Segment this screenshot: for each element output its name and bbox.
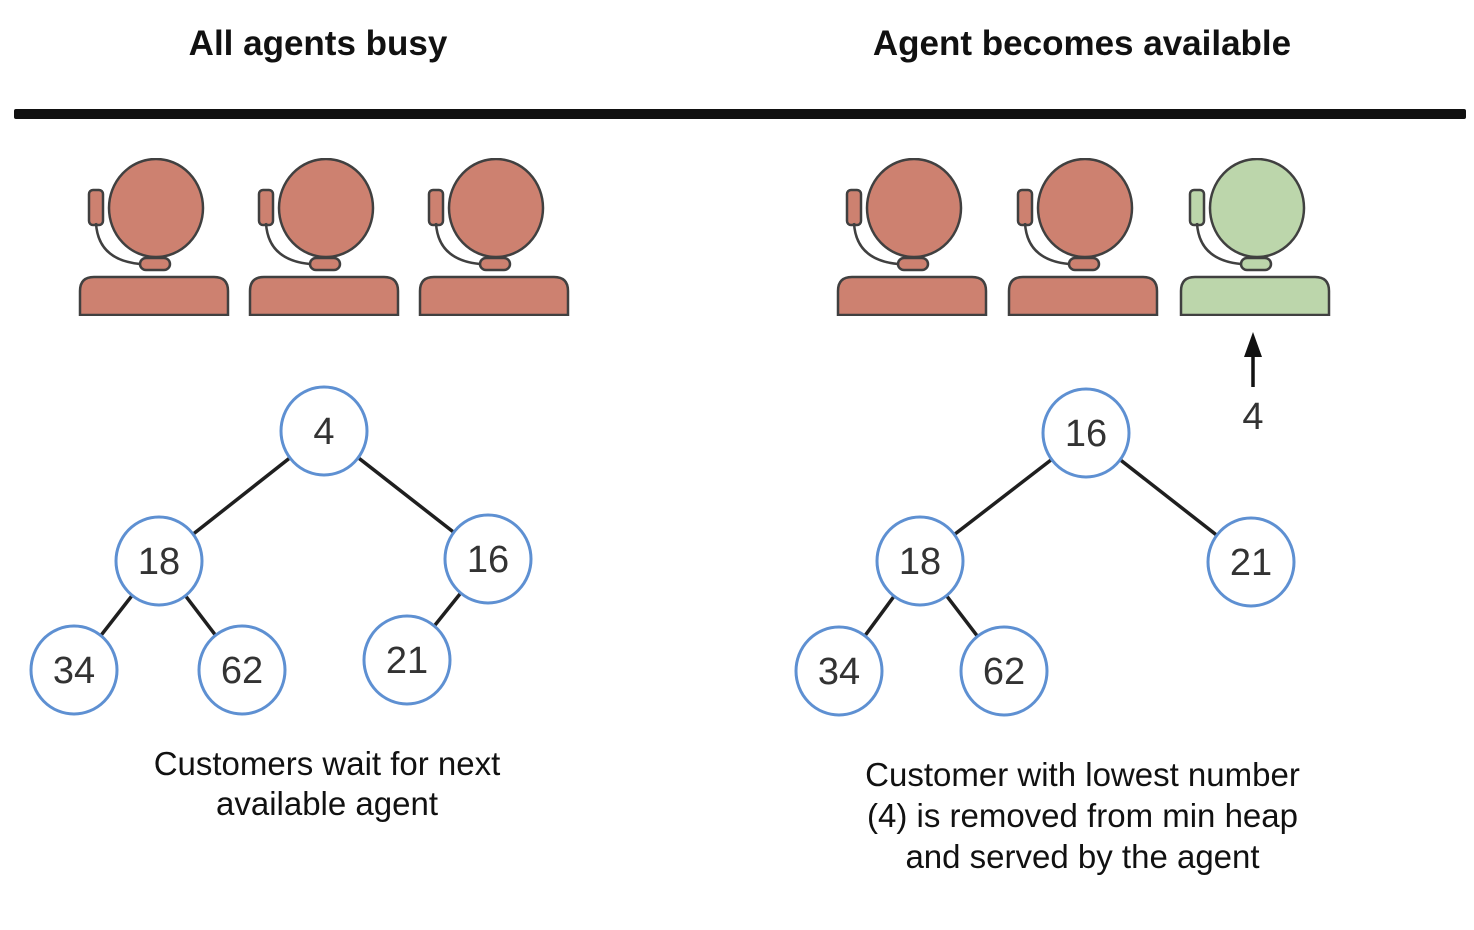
- heap-node-value: 4: [313, 411, 334, 453]
- headset-mic: [308, 256, 342, 272]
- caption-line: and served by the agent: [905, 838, 1260, 875]
- heap-node: [29, 624, 119, 716]
- heap-node: [362, 614, 452, 706]
- served-customer-number: 4: [1242, 396, 1264, 438]
- heap-node: [443, 513, 533, 605]
- heap-node-value: 16: [1065, 413, 1107, 455]
- agent-icon-available: [1179, 158, 1331, 316]
- headset-mic: [1067, 256, 1101, 272]
- headset-wire: [852, 222, 899, 266]
- agent-body: [836, 275, 988, 316]
- heap-node-value: 18: [899, 541, 941, 583]
- agent-body: [1179, 275, 1331, 316]
- headset-earpiece: [1188, 188, 1206, 227]
- heap-node: [279, 385, 369, 477]
- agent-head: [107, 158, 205, 259]
- agent-body: [1007, 275, 1159, 316]
- arrow-up-icon: [1244, 332, 1262, 387]
- agent-icon: [248, 158, 400, 316]
- heap-node-value: 62: [221, 650, 263, 692]
- heap-node: [1041, 387, 1131, 479]
- heap-node: [1206, 516, 1296, 608]
- headset-mic: [478, 256, 512, 272]
- caption-line: available agent: [215, 785, 438, 822]
- heap-node: [114, 515, 204, 607]
- headset-earpiece: [845, 188, 863, 227]
- headset-earpiece: [1016, 188, 1034, 227]
- heap-node-value: 34: [53, 650, 95, 692]
- headset-mic: [1239, 256, 1273, 272]
- headset-mic: [138, 256, 172, 272]
- heap-node: [959, 625, 1049, 717]
- caption-line: Customers wait for next: [153, 745, 501, 782]
- headset-wire: [1023, 222, 1070, 266]
- agent-icon: [418, 158, 570, 316]
- agent-icon: [1007, 158, 1159, 316]
- agent-head: [277, 158, 375, 259]
- panel-title-all-agents-busy: All agents busy: [188, 24, 448, 63]
- agent-body: [248, 275, 400, 316]
- caption-line: Customer with lowest number: [865, 756, 1300, 793]
- panel-title-agent-becomes-available: Agent becomes available: [872, 24, 1292, 63]
- agent-head: [865, 158, 963, 259]
- agent-head: [1208, 158, 1306, 259]
- heap-node: [197, 624, 287, 716]
- agent-icon: [78, 158, 230, 316]
- agent-head: [1036, 158, 1134, 259]
- headset-mic: [896, 256, 930, 272]
- heap-node: [794, 625, 884, 717]
- min-heap-right: 16 18 21 34 62: [794, 387, 1296, 717]
- caption-right: Customer with lowest number (4) is remov…: [845, 754, 1320, 877]
- agent-icon: [836, 158, 988, 316]
- headset-wire: [94, 222, 141, 266]
- divider-line: [14, 109, 1466, 119]
- agent-head: [447, 158, 545, 259]
- heap-node-value: 21: [1230, 542, 1272, 584]
- heap-node-value: 16: [467, 539, 509, 581]
- caption-left: Customers wait for next available agent: [102, 744, 552, 824]
- headset-earpiece: [87, 188, 105, 227]
- agent-body: [78, 275, 230, 316]
- caption-line: (4) is removed from min heap: [867, 797, 1298, 834]
- heap-node-value: 34: [818, 651, 860, 693]
- headset-wire: [264, 222, 311, 266]
- headset-wire: [434, 222, 481, 266]
- agent-body: [418, 275, 570, 316]
- headset-wire: [1195, 222, 1242, 266]
- heap-node-value: 18: [138, 541, 180, 583]
- headset-earpiece: [257, 188, 275, 227]
- heap-node-value: 62: [983, 651, 1025, 693]
- min-heap-left: 4 18 16 34 62 21: [29, 385, 533, 716]
- headset-earpiece: [427, 188, 445, 227]
- heap-node-value: 21: [386, 640, 428, 682]
- heap-node: [875, 515, 965, 607]
